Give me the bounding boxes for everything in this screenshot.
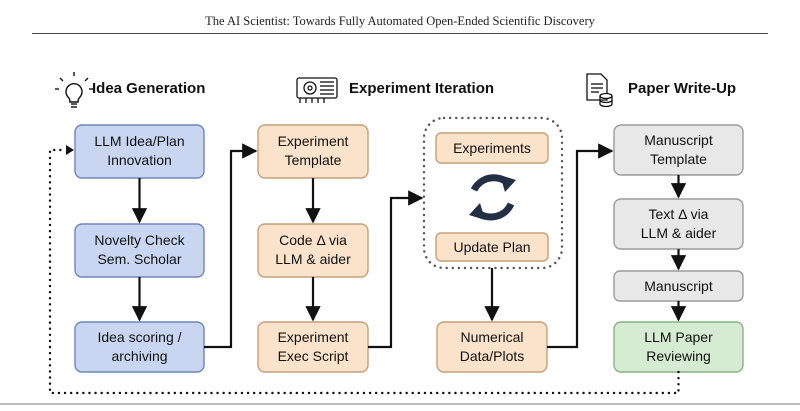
box-label-line: LLM & aider <box>275 251 351 267</box>
experiments-box: Experiments <box>435 132 549 164</box>
text-delta-box: Text Δ via LLM & aider <box>613 198 744 250</box>
header-rule <box>32 33 768 34</box>
box-label-line: Template <box>650 151 707 167</box>
box-label-line: Data/Plots <box>460 348 525 364</box>
section-title-experiment-iteration: Experiment Iteration <box>349 80 494 97</box>
section-title-paper-write-up: Paper Write-Up <box>628 80 736 97</box>
box-label-line: Exec Script <box>278 348 349 364</box>
box-label-line: LLM Idea/Plan <box>94 133 184 149</box>
page-title: The AI Scientist: Towards Fully Automate… <box>205 14 595 28</box>
box-label-line: Text Δ via <box>649 206 709 222</box>
code-delta-box: Code Δ via LLM & aider <box>257 223 369 278</box>
experiment-exec-script-box: Experiment Exec Script <box>257 321 369 373</box>
box-label-line: Manuscript <box>644 278 713 294</box>
arrow <box>368 190 424 349</box>
novelty-check-box: Novelty Check Sem. Scholar <box>74 223 205 278</box>
numerical-data-box: Numerical Data/Plots <box>436 321 548 373</box>
box-label-line: Experiments <box>453 140 531 156</box>
box-label-line: LLM & aider <box>641 225 717 241</box>
document-database-icon <box>586 73 613 108</box>
box-label-line: Novelty Check <box>94 232 185 248</box>
box-label-line: Innovation <box>107 152 172 168</box>
manuscript-box: Manuscript <box>613 270 744 302</box>
box-label-line: Idea scoring / <box>97 329 181 345</box>
experiment-template-box: Experiment Template <box>257 124 369 179</box>
lightbulb-icon <box>55 72 93 108</box>
llm-paper-reviewing-box: LLM Paper Reviewing <box>613 321 744 373</box>
box-label-line: LLM Paper <box>644 329 713 345</box>
box-label-line: Reviewing <box>646 348 711 364</box>
idea-scoring-box: Idea scoring / archiving <box>74 321 205 373</box>
iteration-loop-frame <box>422 116 564 270</box>
box-label-line: Template <box>285 152 342 168</box>
update-plan-box: Update Plan <box>435 232 549 262</box>
box-label-line: Code Δ via <box>279 232 347 248</box>
manuscript-template-box: Manuscript Template <box>613 124 744 176</box>
flow-arrows <box>131 143 687 349</box>
box-label-line: Manuscript <box>644 132 713 148</box>
feedback-loop-arrowhead <box>66 145 74 155</box>
arrow <box>204 143 258 349</box>
gpu-card-icon <box>296 77 338 103</box>
page-bottom-edge <box>0 403 800 405</box>
box-label-line: archiving <box>111 348 167 364</box>
box-label-line: Numerical <box>460 329 523 345</box>
box-label-line: Sem. Scholar <box>97 251 181 267</box>
section-title-idea-generation: Idea Generation <box>92 80 205 97</box>
box-label-line: Experiment <box>278 133 349 149</box>
box-label-line: Experiment <box>278 329 349 345</box>
llm-idea-plan-box: LLM Idea/Plan Innovation <box>74 124 205 179</box>
box-label-line: Update Plan <box>453 239 530 255</box>
feedback-loop-dotted-line <box>48 148 680 395</box>
arrow <box>547 143 614 349</box>
cycle-icon <box>469 174 516 221</box>
